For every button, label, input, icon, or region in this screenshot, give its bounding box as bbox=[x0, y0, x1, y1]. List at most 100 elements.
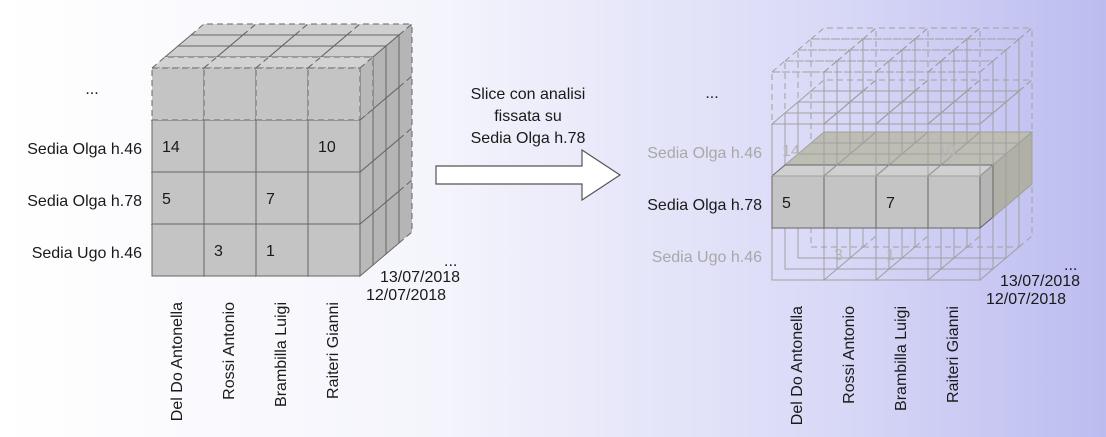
column-label: Brambilla Luigi bbox=[893, 306, 910, 411]
cell-side-face bbox=[372, 44, 387, 111]
cell-side-face bbox=[385, 33, 400, 100]
cell-side-face bbox=[979, 59, 994, 126]
cube-cell bbox=[822, 59, 891, 126]
cell-value: 7 bbox=[886, 195, 895, 212]
cube-cell bbox=[965, 26, 1034, 93]
row-label: ... bbox=[705, 85, 718, 102]
cell-front-face bbox=[151, 119, 205, 173]
cube-cell bbox=[939, 48, 1008, 115]
cell-value: 10 bbox=[938, 143, 956, 160]
cell-top-face bbox=[809, 27, 878, 40]
cell-top-face bbox=[822, 112, 891, 125]
cell-front-face bbox=[875, 175, 929, 229]
cell-front-face bbox=[771, 175, 825, 229]
cell-front-face bbox=[307, 223, 361, 277]
column-label: Brambilla Luigi bbox=[273, 302, 290, 407]
cell-front-face bbox=[307, 171, 361, 225]
arrow-caption-line-1: Slice con analisi bbox=[471, 86, 586, 103]
cell-top-face bbox=[783, 49, 852, 62]
column-label: Raiteri Gianni bbox=[325, 302, 342, 399]
column-label: Rossi Antonio bbox=[841, 306, 858, 404]
cell-top-face bbox=[861, 79, 930, 92]
cube-cell bbox=[887, 48, 956, 115]
cell-front-face bbox=[255, 119, 309, 173]
cell-front-face bbox=[307, 119, 361, 173]
arrow-caption-line-3: Sedia Olga h.78 bbox=[471, 130, 586, 147]
cell-top-face bbox=[770, 60, 839, 73]
cell-front-face bbox=[927, 175, 981, 229]
cell-side-face bbox=[398, 22, 413, 89]
arrow-caption-line-2: fissata su bbox=[494, 108, 562, 125]
cell-top-face bbox=[796, 38, 865, 51]
cell-top-face bbox=[796, 90, 865, 103]
cell-front-face bbox=[875, 71, 929, 125]
cube-cell bbox=[796, 37, 865, 104]
cube-cell bbox=[835, 48, 904, 115]
cube-cell bbox=[783, 48, 852, 115]
row-label: Sedia Olga h.78 bbox=[27, 193, 142, 210]
cell-front-face bbox=[255, 171, 309, 225]
depth-label-more: ... bbox=[1064, 257, 1077, 274]
cell-front-face bbox=[151, 67, 205, 121]
cell-top-face bbox=[913, 79, 982, 92]
cell-top-face bbox=[965, 79, 1034, 92]
cell-top-face bbox=[900, 38, 969, 51]
cell-top-face bbox=[861, 27, 930, 40]
cell-top-face bbox=[939, 49, 1008, 62]
cell-top-face bbox=[835, 101, 904, 114]
cell-top-face bbox=[926, 112, 995, 125]
row-label: Sedia Olga h.46 bbox=[647, 145, 762, 162]
cell-value: 5 bbox=[782, 195, 791, 212]
cell-front-face bbox=[203, 67, 257, 121]
cell-front-face bbox=[203, 119, 257, 173]
depth-label-date: 13/07/2018 bbox=[1000, 273, 1080, 290]
cube-cell bbox=[848, 37, 917, 104]
cell-front-face bbox=[771, 71, 825, 125]
cell-front-face bbox=[307, 67, 361, 121]
column-label: Raiteri Gianni bbox=[945, 306, 962, 403]
cell-top-face bbox=[952, 90, 1021, 103]
cell-top-face bbox=[900, 90, 969, 103]
cube-cell bbox=[306, 55, 375, 122]
cell-top-face bbox=[848, 90, 917, 103]
cell-top-face bbox=[809, 79, 878, 92]
cell-front-face bbox=[151, 171, 205, 225]
cell-top-face bbox=[874, 60, 943, 73]
cell-top-face bbox=[887, 49, 956, 62]
cube-cell bbox=[861, 26, 930, 93]
column-label: Del Do Antonella bbox=[169, 302, 186, 421]
cell-front-face bbox=[823, 175, 877, 229]
cell-top-face bbox=[783, 101, 852, 114]
depth-label-date: 13/07/2018 bbox=[380, 269, 460, 286]
cell-top-face bbox=[926, 60, 995, 73]
cell-top-face bbox=[887, 101, 956, 114]
cell-top-face bbox=[770, 112, 839, 125]
cell-value: 1 bbox=[266, 243, 275, 260]
depth-label-date: 12/07/2018 bbox=[366, 287, 446, 304]
arrow-shape bbox=[435, 148, 622, 202]
cell-value: 1 bbox=[886, 247, 895, 264]
cell-value: 3 bbox=[834, 247, 843, 264]
depth-label-date: 12/07/2018 bbox=[986, 291, 1066, 308]
cell-value: 7 bbox=[266, 191, 275, 208]
cell-side-face bbox=[992, 48, 1007, 115]
cube-cell bbox=[900, 37, 969, 104]
cube-cell bbox=[770, 59, 839, 126]
row-label: Sedia Olga h.78 bbox=[647, 197, 762, 214]
cell-front-face bbox=[255, 223, 309, 277]
row-label: Sedia Ugo h.46 bbox=[652, 249, 762, 266]
cell-value: 5 bbox=[162, 191, 171, 208]
row-label: Sedia Ugo h.46 bbox=[32, 245, 142, 262]
cell-value: 10 bbox=[318, 139, 336, 156]
row-label: Sedia Olga h.46 bbox=[27, 141, 142, 158]
cell-top-face bbox=[965, 27, 1034, 40]
cube-cell bbox=[874, 59, 943, 126]
slice-arrow: Slice con analisi fissata su Sedia Olga … bbox=[435, 86, 622, 202]
cell-front-face bbox=[255, 67, 309, 121]
cube-cell bbox=[926, 163, 995, 230]
cell-value: 3 bbox=[214, 243, 223, 260]
cell-front-face bbox=[203, 223, 257, 277]
